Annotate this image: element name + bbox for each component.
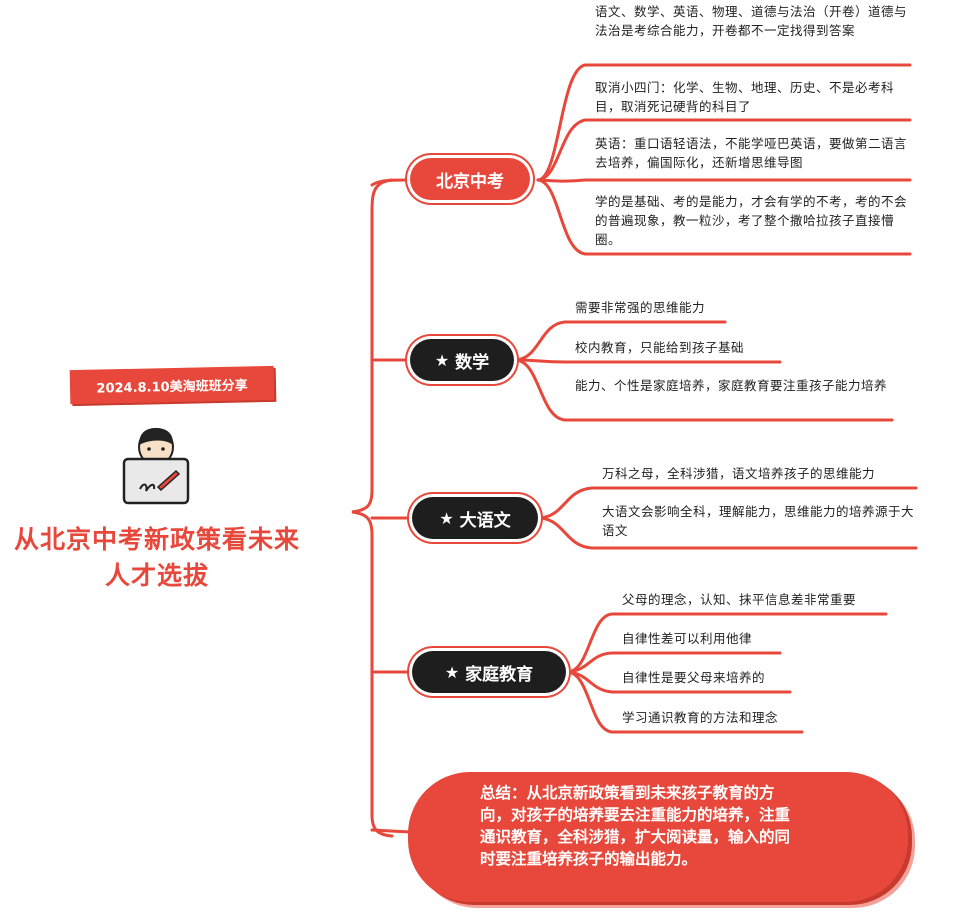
topic-label: 家庭教育 xyxy=(465,664,534,685)
topic-math: ★ 数学 xyxy=(410,339,514,381)
branch-beijing xyxy=(370,178,410,187)
topic-family-education: ★ 家庭教育 xyxy=(412,651,566,693)
leaf-item: 学的是基础、考的是能力，才会有学的不考，考的不会的普遍现象，教一粒沙，考了整个撒… xyxy=(595,194,908,247)
leaf-item: 父母的理念，认知、抹平信息差非常重要 xyxy=(622,592,857,607)
branch-summary xyxy=(370,828,412,834)
leaf-item: 语文、数学、英语、物理、道德与法治（开卷）道德与法治是考综合能力，开卷都不一定找… xyxy=(595,4,908,38)
leaf-item: 大语文会影响全科，理解能力，思维能力的培养源于大语文 xyxy=(602,504,915,538)
topic-beijing-exam: 北京中考 xyxy=(410,158,530,200)
date-banner: 2024.8.10美淘班班分享 xyxy=(69,365,275,405)
leaf-item: 取消小四门：化学、生物、地理、历史、不是必考科目，取消死记硬背的科目了 xyxy=(595,80,895,114)
topic-label: 大语文 xyxy=(459,510,511,531)
topic-chinese: ★ 大语文 xyxy=(412,497,538,539)
student-laptop-icon xyxy=(122,428,190,505)
star-icon: ★ xyxy=(439,508,454,528)
leaf-item: 学习通识教育的方法和理念 xyxy=(622,710,779,725)
star-icon: ★ xyxy=(434,350,450,370)
leaf-item: 自律性是要父母来培养的 xyxy=(622,670,766,685)
leaf-item: 校内教育，只能给到孩子基础 xyxy=(575,340,745,355)
leaf-item: 万科之母，全科涉猎，语文培养孩子的思维能力 xyxy=(602,466,876,481)
leaf-item: 能力、个性是家庭培养，家庭教育要注重孩子能力培养 xyxy=(575,378,888,393)
topic-label: 数学 xyxy=(455,352,490,373)
leaf-item: 英语：重口语轻语法，不能学哑巴英语，要做第二语言去培养，偏国际化，还新增思维导图 xyxy=(595,136,908,170)
summary-box: 总结：从北京新政策看到未来孩子教育的方向，对孩子的培养要去注重能力的培养，注重通… xyxy=(408,772,908,902)
mindmap-title: 从北京中考新政策看未来人才选拔 xyxy=(13,525,300,590)
topic-label: 北京中考 xyxy=(436,171,504,192)
leaf-item: 自律性差可以利用他律 xyxy=(622,631,753,646)
summary-text: 总结：从北京新政策看到未来孩子教育的方向，对孩子的培养要去注重能力的培养，注重通… xyxy=(480,784,791,868)
star-icon: ★ xyxy=(444,662,460,682)
leaf-item: 需要非常强的思维能力 xyxy=(575,300,706,315)
main-bracket xyxy=(351,178,394,838)
